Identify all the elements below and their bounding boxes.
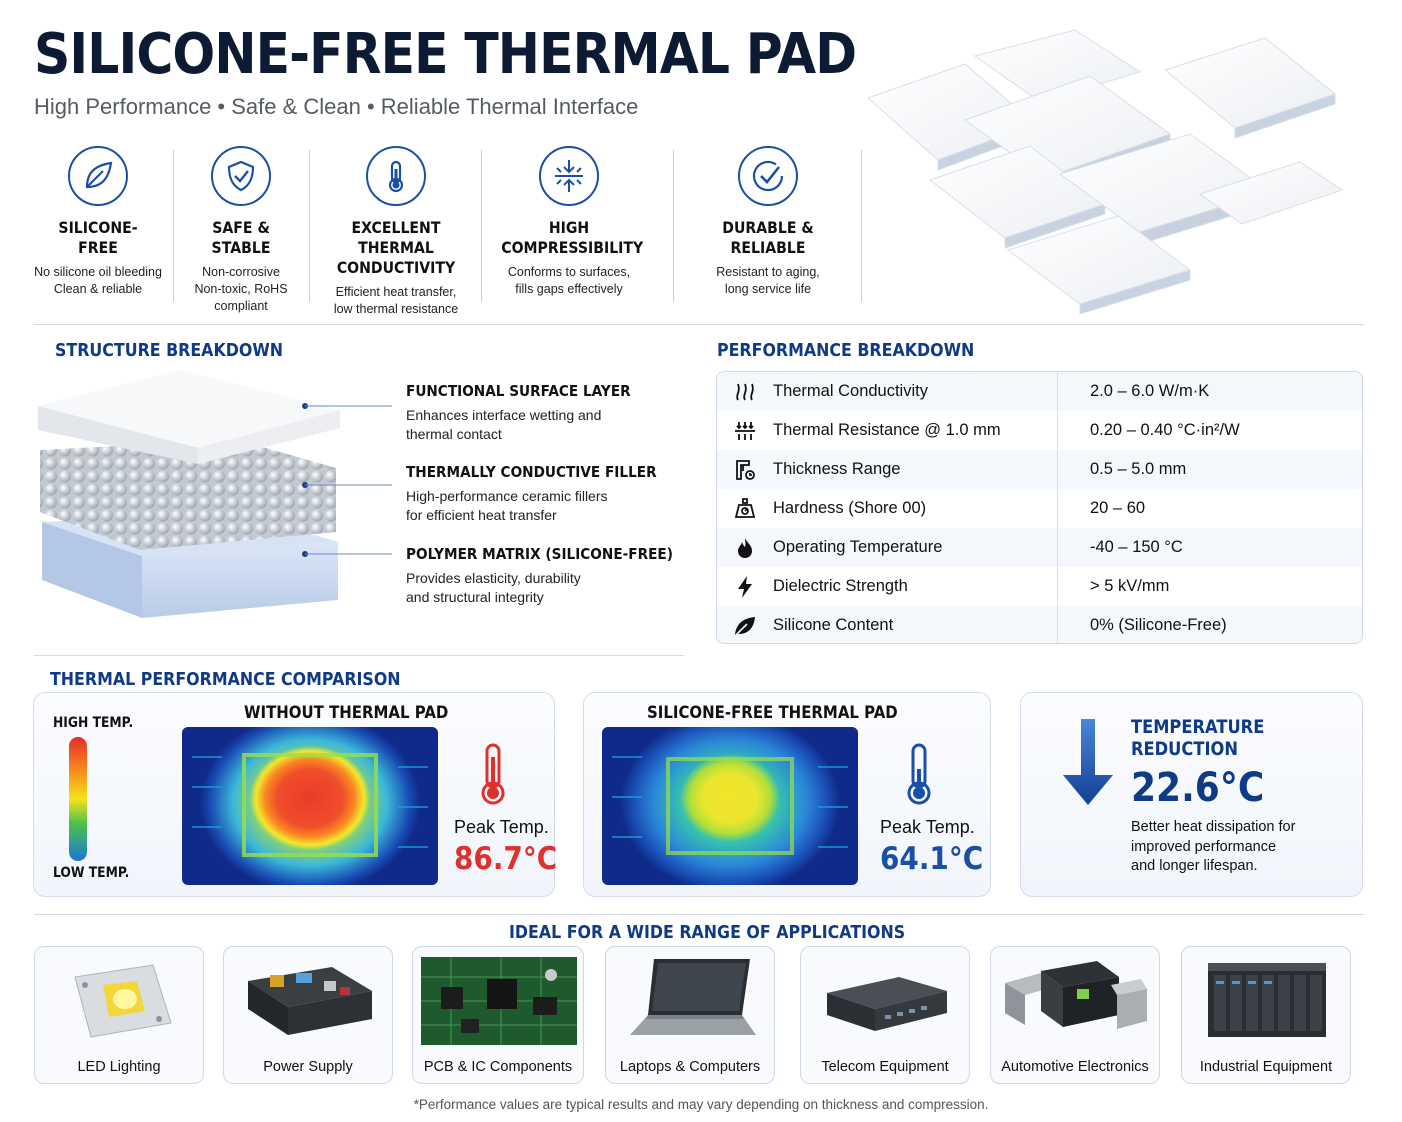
circuit-overlay [192,753,428,857]
performance-table: Thermal Conductivity 2.0 – 6.0 W/m·K The… [716,371,1363,644]
peak-value-without: 86.7°C [454,841,558,877]
peak-label-without: Peak Temp. [454,817,549,837]
heat-waves-icon [717,380,773,404]
peak-label-with: Peak Temp. [880,817,975,837]
performance-heading: PERFORMANCE BREAKDOWN [717,340,975,361]
app-laptops: Laptops & Computers [605,946,775,1084]
with-pad-title: SILICONE-FREE THERMAL PAD [647,703,898,723]
page-title: SILICONE-FREE THERMAL PAD [34,22,857,87]
laptop-image [630,959,756,1035]
peak-value-with: 64.1°C [880,841,984,877]
durometer-icon [717,497,773,521]
app-power-supply: Power Supply [223,946,393,1084]
reduction-title: TEMPERATURE REDUCTION [1131,717,1265,760]
app-telecom: Telecom Equipment [800,946,970,1084]
table-row: Thickness Range 0.5 – 5.0 mm [717,450,1362,489]
section-divider [34,914,1364,915]
layer-conductive-filler: THERMALLY CONDUCTIVE FILLER High-perform… [406,463,657,523]
footnote: *Performance values are typical results … [413,1097,989,1112]
pcb-image [421,957,577,1045]
thermometer-hot-icon [476,741,510,812]
telecom-router-image [827,977,947,1031]
app-led-lighting: LED Lighting [34,946,204,1084]
section-divider [34,655,684,656]
table-row: Thermal Resistance @ 1.0 mm 0.20 – 0.40 … [717,411,1362,450]
feature-safe-stable: SAFE & STABLE Non-corrosive Non-toxic, R… [180,146,302,315]
feature-divider [673,150,674,302]
layer-functional-surface: FUNCTIONAL SURFACE LAYER Enhances interf… [406,382,631,442]
leaf-icon [68,146,128,206]
scale-high-label: HIGH TEMP. [53,715,134,731]
feature-compressibility: HIGH COMPRESSIBILITY Conforms to surface… [492,146,646,298]
feature-divider [861,150,862,302]
circuit-overlay [612,756,848,855]
temperature-reduction-card: TEMPERATURE REDUCTION 22.6°C Better heat… [1020,692,1363,897]
check-circle-icon [738,146,798,206]
page-subtitle: High Performance • Safe & Clean • Reliab… [34,94,639,119]
applications-heading: IDEAL FOR A WIDE RANGE OF APPLICATIONS [509,922,906,943]
feature-thermal-conductivity: EXCELLENT THERMAL CONDUCTIVITY Efficient… [316,146,476,318]
resistance-arrows-icon [717,419,773,443]
table-row: Thermal Conductivity 2.0 – 6.0 W/m·K [717,372,1362,411]
feature-silicone-free: SILICONE-FREE No silicone oil bleeding C… [34,146,162,298]
temperature-scale-bar [69,737,87,861]
table-row: Dielectric Strength > 5 kV/mm [717,567,1362,606]
structure-heading: STRUCTURE BREAKDOWN [55,340,284,361]
without-pad-title: WITHOUT THERMAL PAD [244,703,449,723]
thermometer-icon [366,146,426,206]
leaf-icon [717,614,773,638]
section-divider [34,324,1364,325]
app-pcb-ic: PCB & IC Components [412,946,584,1084]
lightning-icon [717,575,773,599]
pad-structure-diagram [38,370,392,618]
thermal-image-without-pad [182,727,438,885]
thermal-image-with-pad [602,727,858,885]
comparison-heading: THERMAL PERFORMANCE COMPARISON [50,669,401,690]
compress-icon [539,146,599,206]
automotive-electronics-image [1005,961,1147,1029]
feature-divider [173,150,174,302]
app-industrial: Industrial Equipment [1181,946,1351,1084]
arrow-down-icon [1059,717,1117,812]
table-row: Silicone Content 0% (Silicone-Free) [717,606,1362,643]
table-row: Hardness (Shore 00) 20 – 60 [717,489,1362,528]
thermal-pads-product-image [867,29,1344,314]
caliper-icon [717,458,773,482]
comparison-card-with: SILICONE-FREE THERMAL PAD Peak Temp. 64.… [583,692,991,897]
thermometer-cool-icon [902,741,936,812]
reduction-description: Better heat dissipation for improved per… [1131,819,1296,874]
flame-icon [717,536,773,560]
led-chip-image [74,964,172,1038]
scale-low-label: LOW TEMP. [53,865,130,881]
power-supply-image [248,967,372,1035]
comparison-card-without: HIGH TEMP. LOW TEMP. WITHOUT THERMAL PAD… [33,692,558,897]
app-automotive: Automotive Electronics [990,946,1160,1084]
feature-durable-reliable: DURABLE & RELIABLE Resistant to aging, l… [682,146,854,298]
layer-polymer-matrix: POLYMER MATRIX (SILICONE-FREE) Provides … [406,545,673,605]
industrial-plc-image [1208,963,1326,1037]
feature-divider [309,150,310,302]
table-row: Operating Temperature -40 – 150 °C [717,528,1362,567]
shield-check-icon [211,146,271,206]
feature-divider [481,150,482,302]
reduction-value: 22.6°C [1131,765,1265,811]
